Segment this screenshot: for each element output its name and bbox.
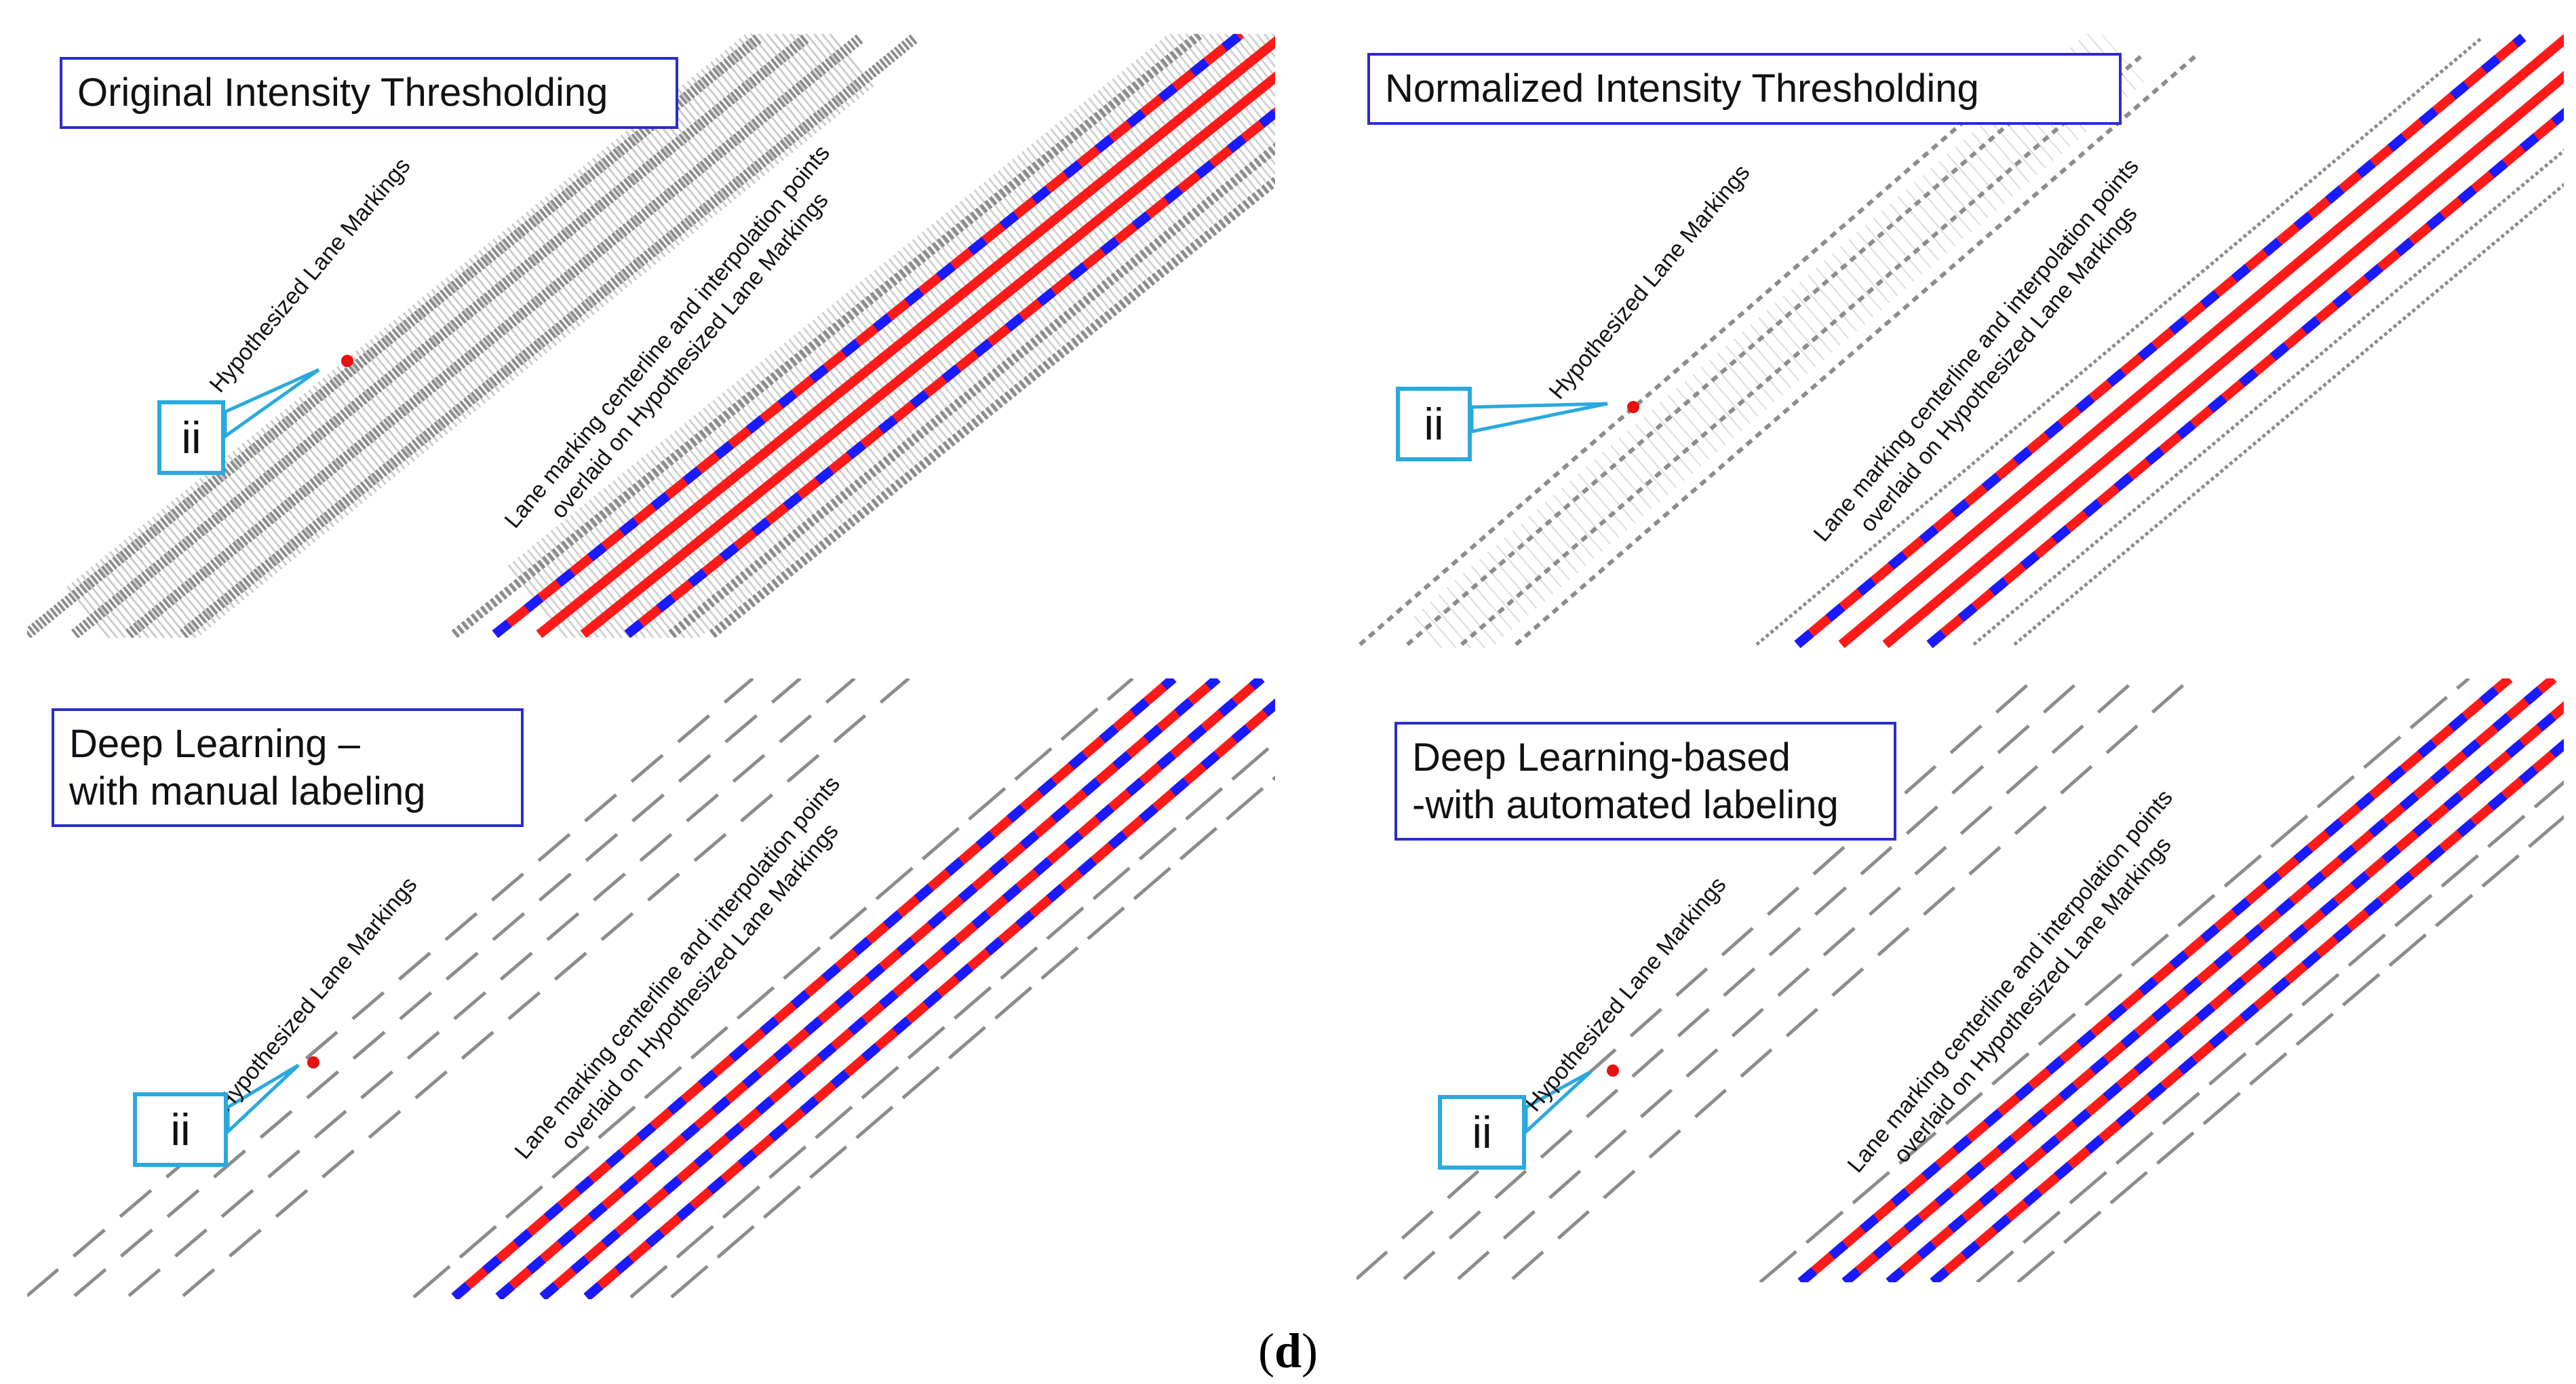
panel-1-overlay-mesh [507, 34, 1275, 638]
panel-1-centerline-4 [624, 107, 1275, 638]
panel-2-marker-point [1627, 401, 1639, 413]
panel-3-interpolation-points-4 [583, 698, 1275, 1299]
panel-2-centerline-3 [1882, 71, 2564, 648]
panel-1-overlay-point-cloud-line [451, 34, 1204, 638]
panel-4-interpolation-points-3 [1886, 701, 2564, 1282]
panel-1-marker-point [341, 355, 353, 367]
panel-1-centerline-2 [536, 36, 1275, 638]
panel-1-centerline-3 [580, 71, 1275, 638]
panel-3-interpolation-points-2 [495, 678, 1221, 1299]
panel-3-title: Deep Learning – with manual labeling [52, 708, 524, 828]
panel-1-plot [27, 34, 1275, 638]
panel-4-overlay-point-cloud-line [2016, 815, 2564, 1282]
panel-2-overlay-point-cloud-line [2013, 182, 2564, 646]
panel-2-overlay-point-cloud-line [1755, 36, 2484, 646]
panel-1-point-cloud-line [27, 34, 764, 638]
panel-3-plot [27, 678, 1275, 1299]
panel-3-marker-point [307, 1056, 319, 1069]
panel-1-centerline-1 [492, 34, 1245, 638]
figure-caption-letter: d [1274, 1324, 1302, 1378]
panel-4-interpolation-points-1 [1797, 678, 2513, 1282]
panel-3-overlay-point-cloud-line [629, 740, 1275, 1299]
panel-4-title-line-2: -with automated labeling [1412, 782, 1839, 827]
panel-3-overlay-point-cloud-line [412, 678, 1134, 1299]
panel-1-point-cloud-line [179, 34, 920, 638]
panel-3-point-cloud-line [182, 678, 910, 1297]
panel-1-overlay-point-cloud-line [668, 142, 1275, 638]
panel-2-point-cloud-line [1460, 52, 2145, 647]
panel-2-point-cloud-line [1515, 52, 2199, 647]
panel-3-title-line-2: with manual labeling [69, 769, 426, 813]
panel-3-centerline-1 [451, 678, 1177, 1299]
panel-3-interpolation-points-1 [451, 678, 1177, 1299]
panel-4-marker-point [1607, 1064, 1619, 1077]
panel-2-plot [1359, 34, 2564, 648]
panel-4-point-cloud-line [1403, 678, 2084, 1280]
panel-2-point-cloud-line [1359, 52, 2043, 647]
panel-4-point-cloud-line [1457, 678, 2138, 1280]
panel-3-point-cloud-line [73, 678, 802, 1297]
panel-2-interpolation-points-4 [1926, 107, 2564, 648]
panel-2-centerline-2 [1838, 34, 2564, 648]
panel-4-callout-pointer [1524, 1070, 1592, 1136]
panel-4-overlay-point-cloud-line [1759, 678, 2470, 1282]
panel-3-overlay-point-cloud-line [670, 775, 1275, 1299]
panel-2-point-cloud-line [1406, 52, 2090, 647]
figure-caption: (d) [1257, 1324, 1318, 1378]
panel-4-interpolation-points-4 [1930, 738, 2564, 1282]
panel-4-title-line-1: Deep Learning-based [1412, 735, 1791, 780]
panel-2-interpolation-points-1 [1794, 34, 2526, 648]
panel-2-callout-ii: ii [1396, 387, 1472, 461]
panel-3-point-cloud-line [128, 678, 856, 1297]
panel-2-callout-pointer [1470, 402, 1608, 434]
panel-1-callout-pointer [223, 368, 320, 440]
panel-4-overlay-point-cloud-line [1976, 780, 2564, 1282]
panel-1-overlay-point-cloud-line [709, 175, 1275, 638]
panel-4-title: Deep Learning-based -with automated labe… [1394, 722, 1896, 841]
panel-2-overlay-point-cloud-line [1972, 149, 2564, 646]
panel-2-title: Normalized Intensity Thresholding [1367, 53, 2122, 125]
panel-3-title-line-1: Deep Learning – [69, 722, 360, 766]
panel-3-point-cloud-line [27, 678, 754, 1297]
panel-4-point-cloud-line [1357, 678, 2036, 1280]
panel-1-title: Original Intensity Thresholding [60, 57, 678, 129]
panel-2-title-line-1: Normalized Intensity Thresholding [1385, 66, 1979, 111]
panel-3-centerline-2 [495, 678, 1221, 1299]
panel-1-callout-ii: ii [157, 400, 225, 475]
panel-1-title-line-1: Original Intensity Thresholding [77, 71, 608, 115]
panel-1-point-cloud-line [125, 34, 865, 638]
panel-4-plot [1357, 678, 2564, 1282]
panel-4-callout-ii: ii [1438, 1095, 1526, 1170]
panel-3-callout-pointer [226, 1063, 300, 1136]
panel-4-interpolation-points-2 [1841, 678, 2557, 1282]
panel-3-callout-ii: ii [133, 1092, 228, 1167]
panel-1-point-cloud-line [71, 34, 811, 638]
panel-4-point-cloud-line [1511, 678, 2192, 1280]
panel-3-interpolation-points-3 [539, 678, 1265, 1299]
panel-2-centerline-1 [1794, 34, 2526, 648]
